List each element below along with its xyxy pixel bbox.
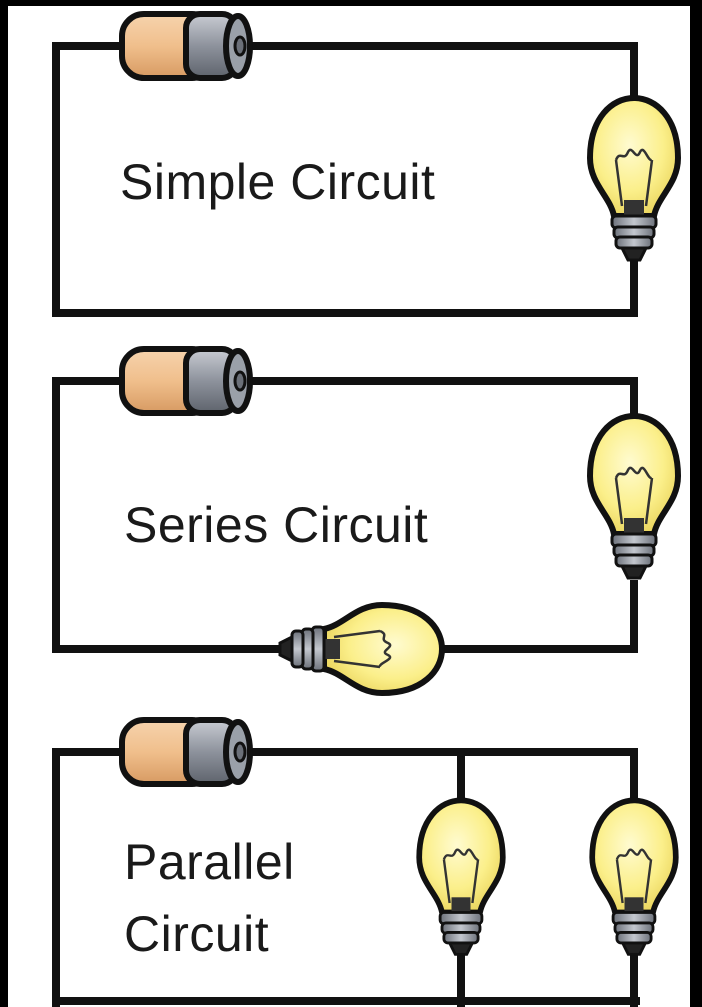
parallel-circuit	[52, 720, 676, 1007]
series-circuit	[52, 349, 678, 693]
top-border	[0, 0, 702, 6]
label-line: Simple Circuit	[120, 154, 436, 210]
parallel-circuit-label: Parallel Circuit	[124, 826, 295, 970]
light-bulb-icon	[590, 98, 678, 260]
light-bulb-icon	[419, 800, 503, 954]
light-bulb-icon	[590, 416, 678, 578]
label-line: Circuit	[124, 906, 270, 962]
light-bulb-icon	[280, 605, 442, 693]
label-line: Parallel	[124, 834, 295, 890]
light-bulb-icon	[592, 800, 676, 954]
battery-icon	[122, 349, 250, 413]
battery-icon	[122, 720, 250, 784]
simple-circuit	[52, 14, 678, 317]
simple-circuit-label: Simple Circuit	[120, 152, 435, 212]
series-circuit-label: Series Circuit	[124, 495, 428, 555]
label-line: Series Circuit	[124, 497, 429, 553]
battery-icon	[122, 14, 250, 78]
